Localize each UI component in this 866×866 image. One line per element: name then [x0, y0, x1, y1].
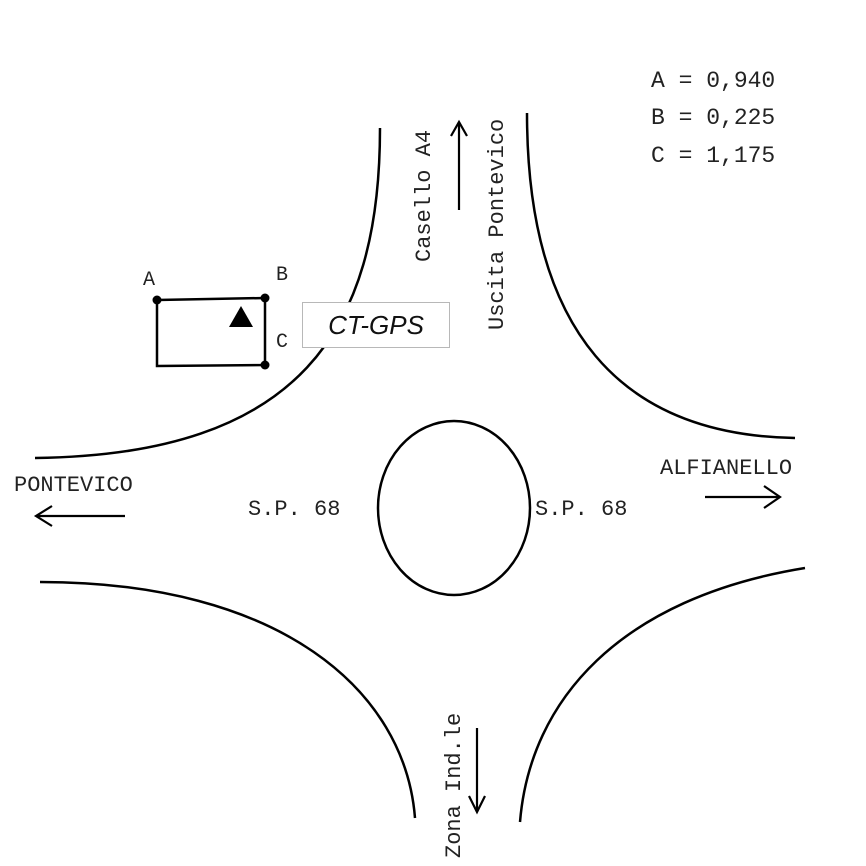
ct-gps-label-box: CT-GPS	[302, 302, 450, 348]
label-uscita-pontevico: Uscita Pontevico	[485, 119, 510, 330]
road-edge-northeast	[525, 112, 796, 440]
roundabout-island	[376, 419, 532, 597]
point-c-label: C	[276, 331, 288, 354]
label-sp68-right: S.P. 68	[535, 497, 627, 522]
gps-station-marker	[229, 306, 253, 327]
legend-item-b: B = 0,225	[651, 105, 775, 131]
survey-area	[152, 293, 270, 370]
legend-item-c: C = 1,175	[651, 143, 775, 169]
arrow-north	[450, 119, 468, 210]
label-sp68-left: S.P. 68	[248, 497, 340, 522]
label-casello-a4: Casello A4	[412, 130, 437, 262]
arrow-east	[705, 485, 782, 509]
point-b-marker	[260, 293, 270, 303]
label-alfianello: ALFIANELLO	[660, 456, 792, 481]
survey-rectangle	[155, 296, 267, 368]
point-c-marker	[260, 360, 270, 370]
point-a-marker	[152, 295, 162, 305]
road-edge-northwest	[34, 127, 382, 460]
arrow-south	[468, 728, 486, 815]
arrow-west	[33, 505, 125, 527]
road-edge-southeast	[518, 566, 806, 823]
road-edge-southwest	[39, 580, 417, 819]
label-pontevico: PONTEVICO	[14, 473, 133, 498]
point-a-label: A	[143, 269, 155, 292]
legend-item-a: A = 0,940	[651, 68, 775, 94]
label-zona-industriale: Zona Ind.le	[442, 713, 467, 858]
ct-gps-label: CT-GPS	[328, 309, 424, 340]
legend: A = 0,940 B = 0,225 C = 1,175	[651, 68, 775, 169]
point-b-label: B	[276, 264, 288, 287]
